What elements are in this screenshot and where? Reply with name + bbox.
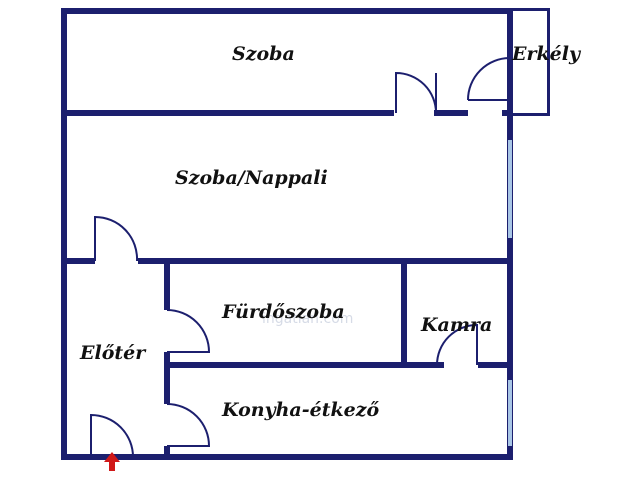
watermark: ingatlan.com — [262, 311, 353, 327]
wall-nappali-eloter — [61, 258, 95, 264]
window-nappali — [508, 140, 512, 238]
wall-nappali-lower — [138, 258, 513, 264]
balcony-wall-top — [510, 8, 550, 11]
door-szoba — [395, 71, 437, 114]
door-furdoszoba — [166, 309, 211, 353]
room-label-furdoszoba: Fürdőszoba — [221, 301, 345, 323]
balcony-wall-bottom — [510, 113, 550, 116]
room-label-konyha: Konyha-étkező — [221, 399, 380, 421]
room-label-eloter: Előtér — [79, 342, 147, 364]
wall-szoba-nappali-b — [434, 110, 468, 116]
room-label-szoba: Szoba — [232, 43, 295, 65]
door-nappali — [94, 215, 139, 262]
wall-left — [61, 8, 67, 460]
wall-eloter-b — [164, 352, 170, 404]
door-entrance — [90, 413, 134, 458]
up-arrow-icon — [104, 452, 120, 471]
room-label-nappali: Szoba/Nappali — [175, 167, 328, 189]
wall-top — [61, 8, 513, 14]
door-erkely — [467, 57, 511, 101]
wall-szoba-nappali — [61, 110, 394, 116]
wall-szoba-nappali-c — [502, 110, 513, 116]
room-label-kamra: Kamra — [420, 314, 492, 336]
wall-furdo-kamra — [401, 258, 407, 368]
balcony-wall-right — [547, 8, 550, 116]
wall-konyha-top-b — [478, 362, 513, 368]
wall-eloter-c — [164, 446, 170, 460]
wall-eloter-a — [164, 258, 170, 310]
door-konyha — [166, 403, 211, 447]
room-label-erkely: Erkély — [511, 43, 582, 65]
wall-konyha-top — [164, 362, 444, 368]
door-kamra — [436, 323, 478, 366]
window-konyha — [508, 380, 512, 446]
wall-bottom — [61, 454, 513, 460]
